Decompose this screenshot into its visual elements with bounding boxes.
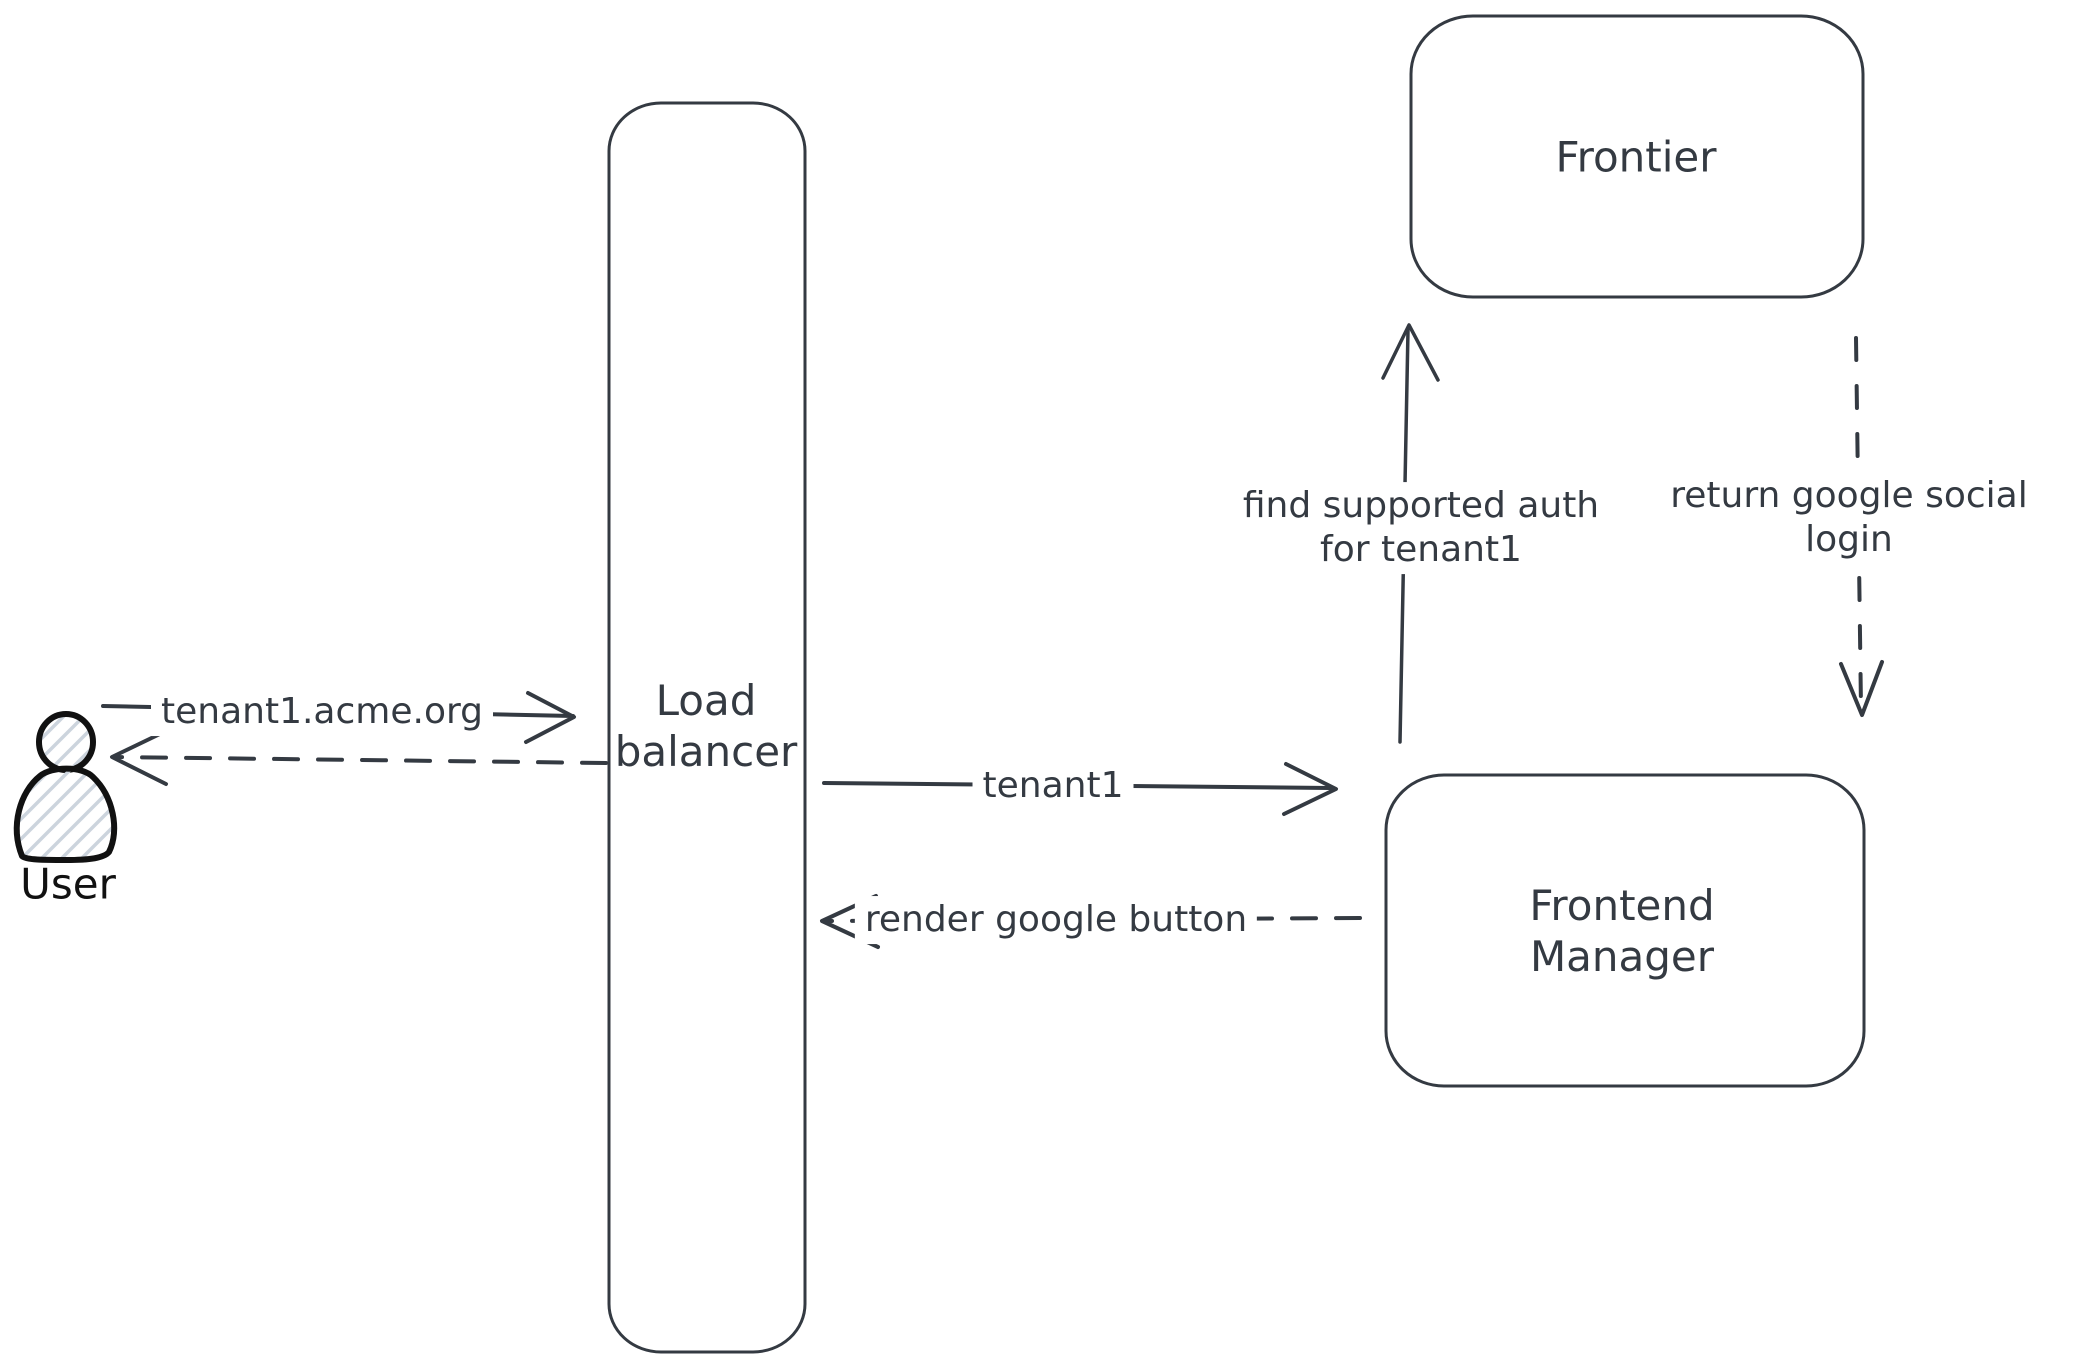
arrow-head-right-icon xyxy=(1282,762,1338,816)
edge-label-return-google-social-login-line1: return google social xyxy=(1670,475,2028,517)
edge-label-tenant1-acme-org[interactable]: tenant1.acme.org xyxy=(151,688,493,736)
edge-label-render-google-button[interactable]: render google button xyxy=(854,896,1258,944)
arrow-shaft xyxy=(1854,336,1863,710)
load-balancer-label[interactable]: Load balancer xyxy=(615,675,798,777)
edge-label-tenant1[interactable]: tenant1 xyxy=(972,762,1134,810)
user-icon-body xyxy=(13,765,118,863)
arrow-frontier-to-frontend-manager[interactable] xyxy=(1839,336,1884,717)
edge-label-find-supported-auth-line2: for tenant1 xyxy=(1320,529,1522,570)
edge-label-find-supported-auth[interactable]: find supported auth for tenant1 xyxy=(1232,482,1610,574)
arrow-head-right-icon xyxy=(524,691,576,744)
frontend-manager-label-line2: Manager xyxy=(1529,932,1715,981)
frontend-manager-label-line1: Frontend xyxy=(1529,880,1715,930)
load-balancer-label-line2: balancer xyxy=(614,727,798,776)
frontier-label[interactable]: Frontier xyxy=(1555,132,1717,182)
arrow-load-balancer-to-user[interactable] xyxy=(110,730,608,786)
arrow-head-left-icon xyxy=(110,730,168,786)
frontend-manager-label[interactable]: Frontend Manager xyxy=(1529,880,1714,982)
edge-label-find-supported-auth-line1: find supported auth xyxy=(1242,485,1600,527)
arrow-head-up-icon xyxy=(1381,323,1440,382)
frontier-box[interactable] xyxy=(1409,14,1865,299)
arrow-shaft xyxy=(114,755,608,765)
edge-label-return-google-social-login-line2: login xyxy=(1805,519,1893,560)
user-icon[interactable] xyxy=(13,711,118,863)
load-balancer-label-line1: Load xyxy=(655,675,757,725)
edge-label-return-google-social-login[interactable]: return google social login xyxy=(1660,472,2038,564)
frontend-manager-box[interactable] xyxy=(1384,773,1866,1088)
arrow-head-down-icon xyxy=(1839,660,1884,717)
user-label[interactable]: User xyxy=(20,859,116,909)
load-balancer-box[interactable] xyxy=(607,101,807,1354)
user-icon-head xyxy=(36,711,96,773)
